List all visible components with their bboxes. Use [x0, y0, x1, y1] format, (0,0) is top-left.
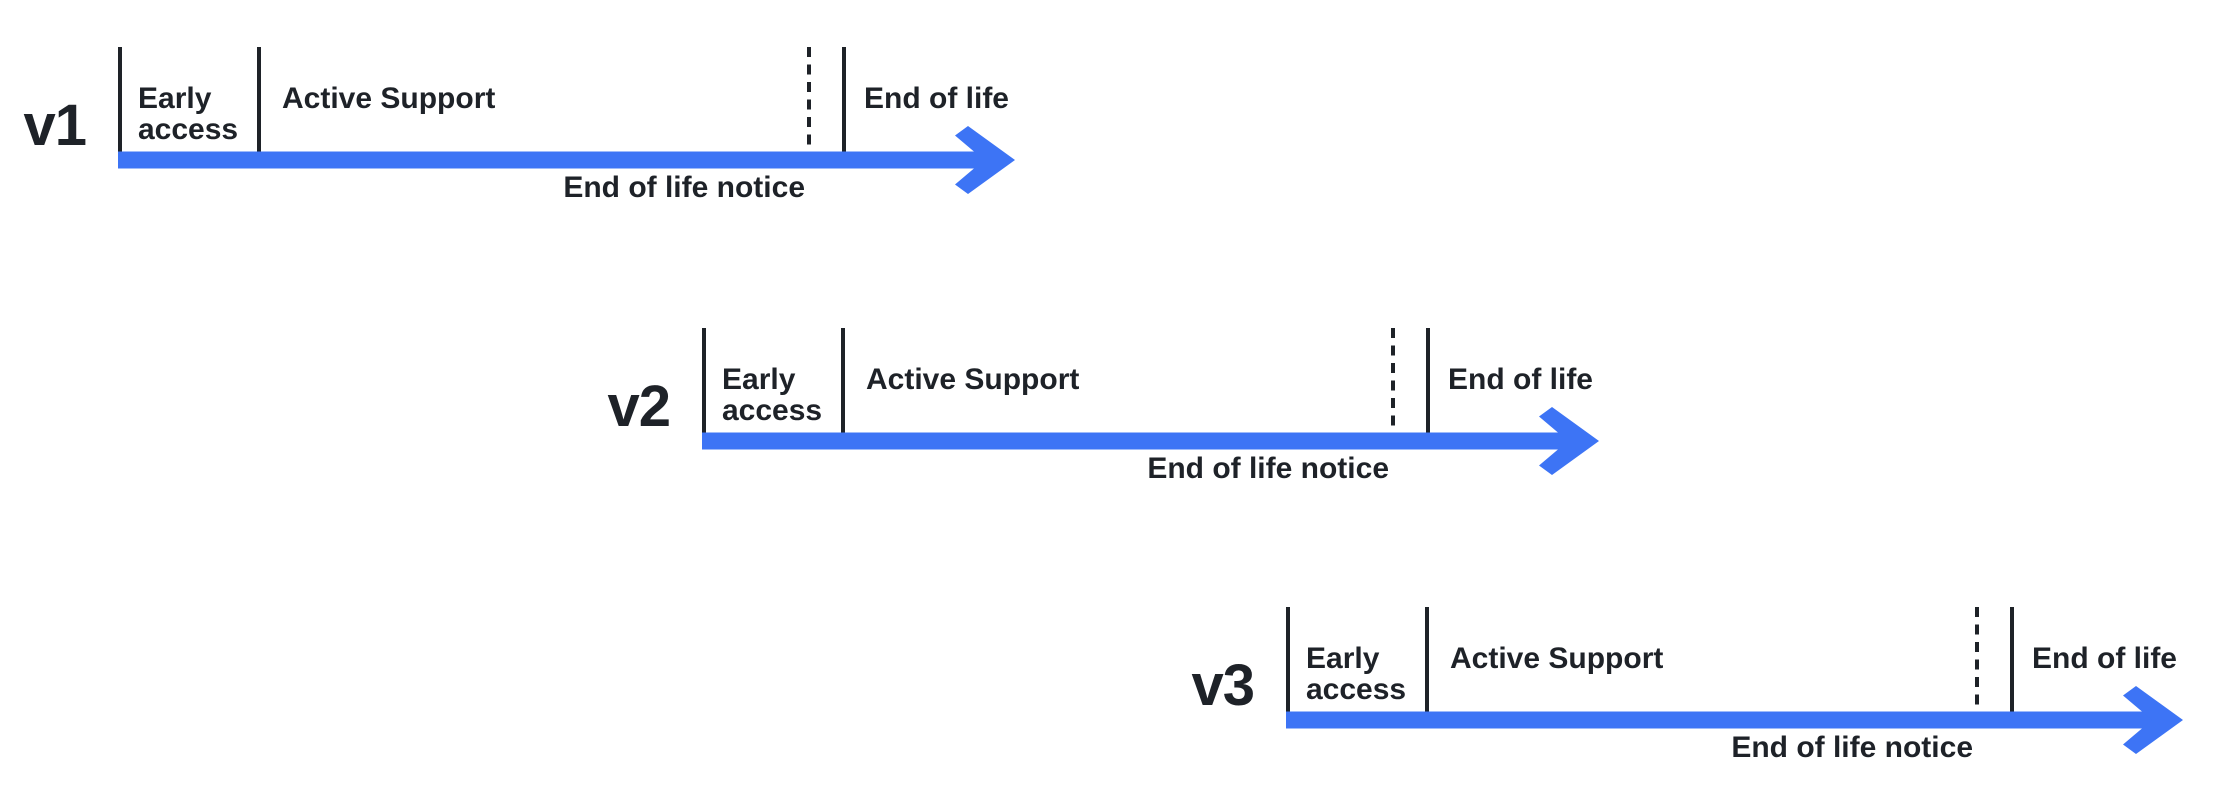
early-access-label: Early access	[1306, 642, 1407, 706]
end-of-life-tick	[1426, 328, 1430, 433]
version-label-v2: v2	[607, 374, 671, 439]
early-access-start-tick	[1286, 607, 1290, 712]
eol-notice-dashed-line	[1975, 607, 1979, 712]
early-access-label: Early access	[722, 363, 823, 427]
eol-notice-dashed-line	[1391, 328, 1395, 433]
timeline-arrow	[118, 126, 1015, 194]
end-of-life-tick	[2010, 607, 2014, 712]
active-support-label: Active Support	[866, 363, 1080, 396]
end-of-life-label: End of life	[2032, 642, 2177, 675]
end-of-life-label: End of life	[1448, 363, 1593, 396]
timeline-arrow	[1286, 686, 2183, 754]
active-support-start-tick	[257, 47, 261, 152]
end-of-life-label: End of life	[864, 82, 1009, 115]
eol-notice-dashed-line	[807, 47, 811, 152]
end-of-life-notice-label: End of life notice	[563, 171, 805, 204]
early-access-label: Early access	[138, 82, 239, 146]
version-label-v1: v1	[23, 93, 87, 158]
timeline-v1: v1 Early access Active Support End of li…	[0, 40, 1088, 225]
end-of-life-notice-label: End of life notice	[1147, 452, 1389, 485]
version-label-v3: v3	[1191, 653, 1255, 718]
end-of-life-tick	[842, 47, 846, 152]
active-support-label: Active Support	[1450, 642, 1664, 675]
timeline-v2: v2 Early access Active Support End of li…	[492, 321, 1672, 506]
timeline-arrow	[702, 407, 1599, 475]
end-of-life-notice-label: End of life notice	[1731, 731, 1973, 764]
early-access-start-tick	[118, 47, 122, 152]
early-access-start-tick	[702, 328, 706, 433]
timeline-v3: v3 Early access Active Support End of li…	[1076, 600, 2228, 785]
active-support-label: Active Support	[282, 82, 496, 115]
active-support-start-tick	[1425, 607, 1429, 712]
active-support-start-tick	[841, 328, 845, 433]
